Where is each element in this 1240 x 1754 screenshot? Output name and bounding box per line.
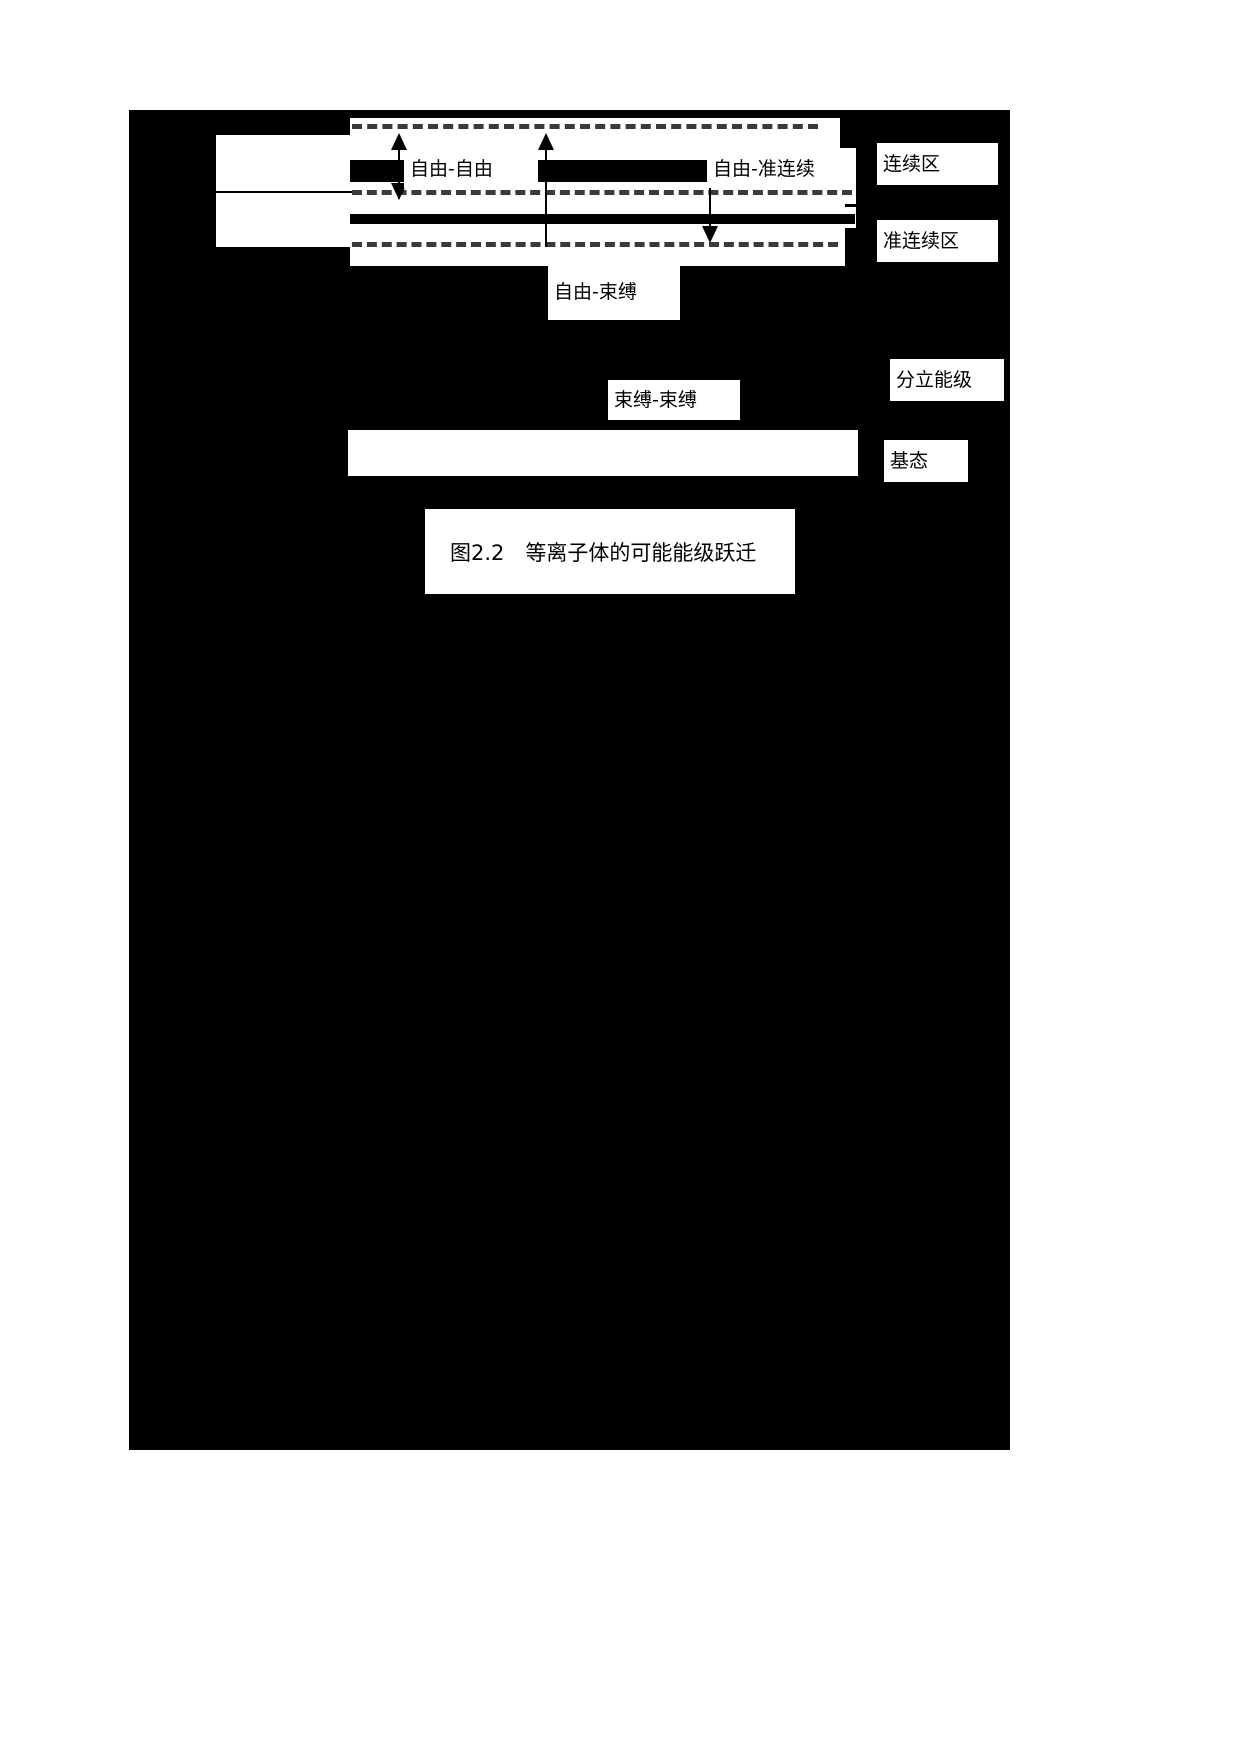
region-label-ground-state-text: 基态 [890, 449, 929, 472]
region-label-quasi-continuum-text: 准连续区 [883, 229, 960, 252]
region-label-continuum-text: 连续区 [883, 152, 941, 175]
region-label-quasi-continuum: 准连续区 [877, 220, 998, 262]
figure-caption-text: 图2.2 等离子体的可能能级跃迁 [450, 540, 757, 565]
transition-label-bound-bound-text: 束缚-束缚 [614, 388, 697, 411]
transition-label-bound-bound: 束缚-束缚 [608, 380, 740, 420]
region-brace-vertical [856, 176, 858, 246]
region-label-continuum: 连续区 [877, 143, 998, 185]
energy-level-quasi-continuum [352, 242, 838, 247]
figure-plate [129, 110, 1010, 1450]
free-bound-arrow-shaft [709, 182, 711, 238]
transition-label-free-quasicontinuum-text: 自由-准连续 [713, 157, 815, 180]
transition-label-free-bound: 自由-束缚 [548, 265, 680, 320]
region-brace-tick [845, 204, 857, 207]
free-quasicontinuum-arrow-shaft [545, 135, 547, 247]
region-label-discrete-levels: 分立能级 [890, 359, 1004, 401]
free-quasicontinuum-arrow-head [538, 133, 554, 150]
free-free-arrow-head-down [391, 183, 407, 200]
left-box-divider [216, 191, 356, 193]
region-label-discrete-levels-text: 分立能级 [896, 368, 973, 391]
ground-state-strip [348, 430, 858, 476]
energy-level-continuum-top [352, 124, 818, 129]
transition-label-free-bound-text: 自由-束缚 [554, 281, 637, 303]
figure-caption: 图2.2 等离子体的可能能级跃迁 [425, 509, 795, 594]
quasi-level-strip [350, 228, 845, 266]
region-label-ground-state: 基态 [884, 440, 968, 482]
bound-bound-arrow-shaft [599, 398, 601, 438]
free-free-arrow-shaft [398, 135, 400, 199]
energy-level-continuum-bottom [352, 190, 852, 195]
continuum-band-strip [350, 118, 840, 148]
transition-label-free-free-text: 自由-自由 [410, 157, 493, 180]
free-free-arrow-head-up [391, 133, 407, 150]
free-quasicontinuum-band-bar [538, 160, 710, 182]
quasi-continuum-boundary-bar [350, 214, 855, 224]
free-bound-arrow-head [702, 226, 718, 243]
transition-label-free-free: 自由-自由 [404, 150, 520, 188]
left-upper-box [216, 135, 356, 191]
transition-label-free-quasicontinuum: 自由-准连续 [707, 150, 853, 188]
left-lower-box [216, 193, 356, 247]
